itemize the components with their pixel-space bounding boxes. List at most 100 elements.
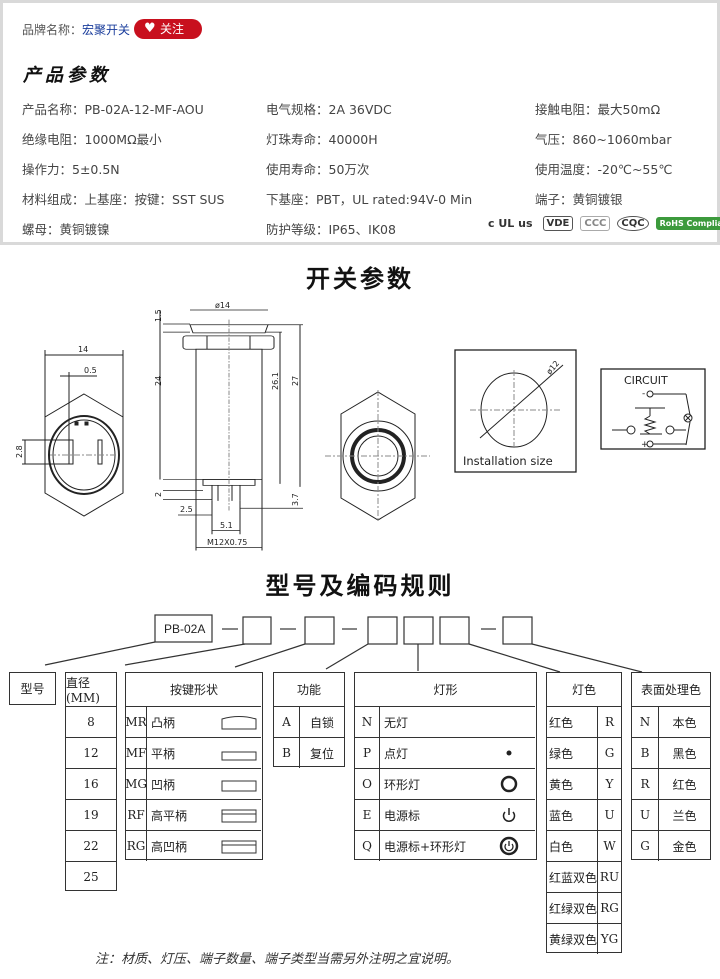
table-cell: 凹柄 <box>146 768 261 799</box>
table-cell: 黄绿双色 <box>547 923 597 954</box>
table-cell: Y <box>597 768 621 799</box>
table-cell: 平柄 <box>146 737 261 768</box>
table-cell: R <box>632 768 658 799</box>
param-item: 螺母：黄铜镀镍 <box>22 222 110 237</box>
ul-logo: c UL us <box>488 216 533 230</box>
table-cell: 复位 <box>299 737 344 768</box>
param-item: 绝缘电阻：1000MΩ最小 <box>22 132 162 147</box>
param-item: 使用温度：-20℃~55℃ <box>535 162 673 177</box>
table-cell: P <box>355 737 379 768</box>
table-cell: 25 <box>66 861 116 892</box>
function-table-header: 功能 <box>296 683 321 697</box>
svg-text:Installation size: Installation size <box>463 454 553 468</box>
side-view: ø14 1.5 24 26.1 27 2 3.7 2.5 5.1 M12X0.7… <box>154 301 303 551</box>
svg-text:2.8: 2.8 <box>15 445 24 458</box>
svg-text:5.1: 5.1 <box>220 521 233 530</box>
table-cell: B <box>274 737 299 768</box>
ccc-logo: CCC <box>580 215 611 231</box>
table-cell: RF <box>126 799 146 830</box>
brand-line: 品牌名称：宏聚开关 <box>22 21 130 38</box>
param-item: 端子：黄铜镀银 <box>535 192 623 207</box>
table-cell: RU <box>597 861 621 892</box>
table-cell: 绿色 <box>547 737 597 768</box>
table-cell: 红色 <box>547 706 597 737</box>
table-cell: Q <box>355 830 379 861</box>
table-cell: 环形灯 <box>379 768 535 799</box>
follow-label: 关注 <box>160 22 185 36</box>
table-cell: 高平柄 <box>146 799 261 830</box>
table-cell: U <box>597 799 621 830</box>
vde-logo: VDE <box>542 215 574 231</box>
svg-text:1.5: 1.5 <box>154 309 163 322</box>
button-shape-icon <box>221 780 257 792</box>
param-item: 产品名称：PB-02A-12-MF-AOU <box>22 102 204 117</box>
button-shape-icon <box>221 809 257 823</box>
table-cell: 红蓝双色 <box>547 861 597 892</box>
svg-text:-: - <box>642 389 645 399</box>
param-item: 材料组成：上基座：按键：SST SUS <box>22 192 225 207</box>
circuit-panel: CIRCUIT - + <box>600 368 706 450</box>
heart-icon: ♥ <box>144 21 156 36</box>
table-cell: 高凹柄 <box>146 830 261 861</box>
installation-size-panel: ø12 Installation size <box>454 349 577 473</box>
dot-light-icon <box>506 750 512 756</box>
table-cell: 点灯 <box>379 737 535 768</box>
table-cell: 蓝色 <box>547 799 597 830</box>
button-shape-icon <box>221 840 257 854</box>
svg-text:PB-02A: PB-02A <box>164 622 205 636</box>
table-cell: O <box>355 768 379 799</box>
finish-table-header: 表面处理色 <box>640 683 701 697</box>
rohs-logo: RoHS Compliant <box>655 216 720 230</box>
switch-params-title: 开关参数 <box>306 265 414 293</box>
svg-text:27: 27 <box>291 376 300 386</box>
table-cell: 红绿双色 <box>547 892 597 923</box>
table-cell: 电源标+环形灯 <box>379 830 535 861</box>
light-table-header: 灯形 <box>433 683 458 697</box>
table-cell: 凸柄 <box>146 706 261 737</box>
table-cell: 8 <box>66 706 116 737</box>
table-cell: YG <box>597 923 621 954</box>
shape-table-header: 按键形状 <box>169 683 218 697</box>
svg-text:ø12: ø12 <box>545 359 562 376</box>
param-item: 灯珠寿命：40000H <box>266 132 378 147</box>
table-cell: 金色 <box>658 830 710 861</box>
table-cell: 黄色 <box>547 768 597 799</box>
svg-text:ø14: ø14 <box>215 301 230 310</box>
table-cell: N <box>632 706 658 737</box>
svg-text:26.1: 26.1 <box>271 372 280 390</box>
cert-logos: c UL us VDE CCC CQC RoHS Compliant <box>485 210 720 236</box>
table-cell: 红色 <box>658 768 710 799</box>
table-cell: RG <box>126 830 146 861</box>
product-info-card: 品牌名称：宏聚开关 ♥ 关注 产品参数 产品名称：PB-02A-12-MF-AOU… <box>0 0 720 245</box>
table-cell: 16 <box>66 768 116 799</box>
power-ring-icon <box>499 836 519 856</box>
table-cell: W <box>597 830 621 861</box>
table-cell: 兰色 <box>658 799 710 830</box>
brand-name-link[interactable]: 宏聚开关 <box>82 23 131 37</box>
param-item: 气压：860~1060mbar <box>535 132 672 147</box>
table-cell: MR <box>125 706 147 737</box>
table-cell: 自锁 <box>299 706 344 737</box>
table-cell: MF <box>126 737 146 768</box>
cqc-logo: CQC <box>617 215 649 231</box>
table-cell: 白色 <box>547 830 597 861</box>
table-cell: R <box>597 706 621 737</box>
param-item: 下基座：PBT，UL rated:94V-0 Min <box>266 192 473 207</box>
svg-text:0.5: 0.5 <box>84 366 97 375</box>
table-cell: G <box>632 830 658 861</box>
table-cell: E <box>355 799 379 830</box>
section-title: 产品参数 <box>23 65 111 86</box>
svg-text:2: 2 <box>154 492 163 497</box>
follow-button[interactable]: ♥ 关注 <box>134 19 202 39</box>
param-item: 使用寿命：50万次 <box>266 162 370 177</box>
code-diagram: PB-02A <box>44 614 643 673</box>
table-cell: 本色 <box>658 706 710 737</box>
svg-text:3.7: 3.7 <box>291 493 300 506</box>
table-cell: 19 <box>66 799 116 830</box>
table-cell: A <box>274 706 299 737</box>
param-item: 接触电阻：最大50mΩ <box>535 102 661 117</box>
